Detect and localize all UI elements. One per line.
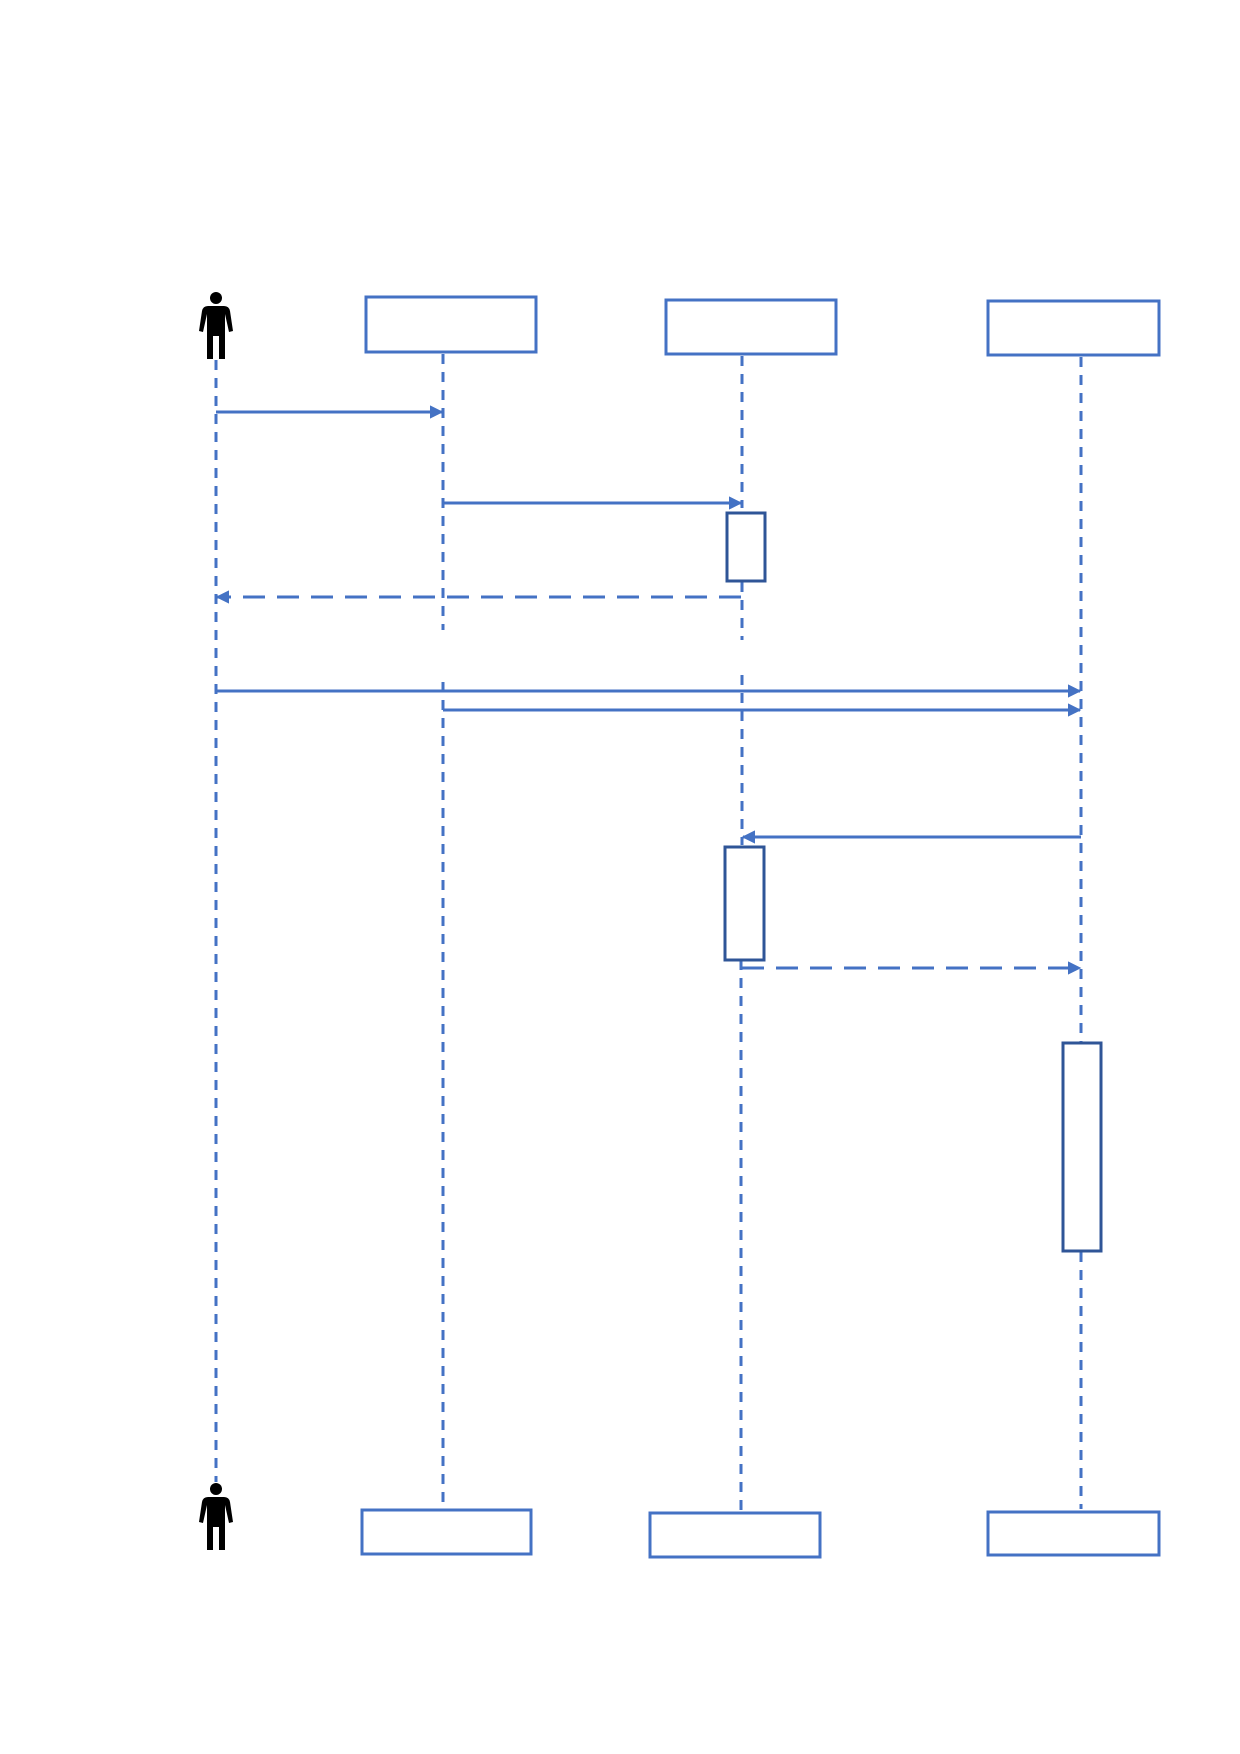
participant-box-1-bottom [360, 1508, 533, 1556]
participant-box-3-bottom [986, 1510, 1161, 1557]
participant-box-2-bottom [648, 1511, 822, 1559]
activation-bar-3 [1061, 1041, 1103, 1253]
actor-bottom-icon [199, 1483, 233, 1550]
messages [215, 405, 1082, 975]
activation-bar-2 [723, 845, 766, 962]
lifeline-participant-2 [739, 356, 744, 1510]
actor-top-icon [199, 292, 233, 359]
lifelines [214, 354, 1083, 1510]
activation-bar-1 [725, 511, 767, 583]
participant-box-3-top [986, 299, 1161, 357]
participant-box-2-top [664, 298, 838, 356]
participant-box-1-top [364, 295, 538, 354]
